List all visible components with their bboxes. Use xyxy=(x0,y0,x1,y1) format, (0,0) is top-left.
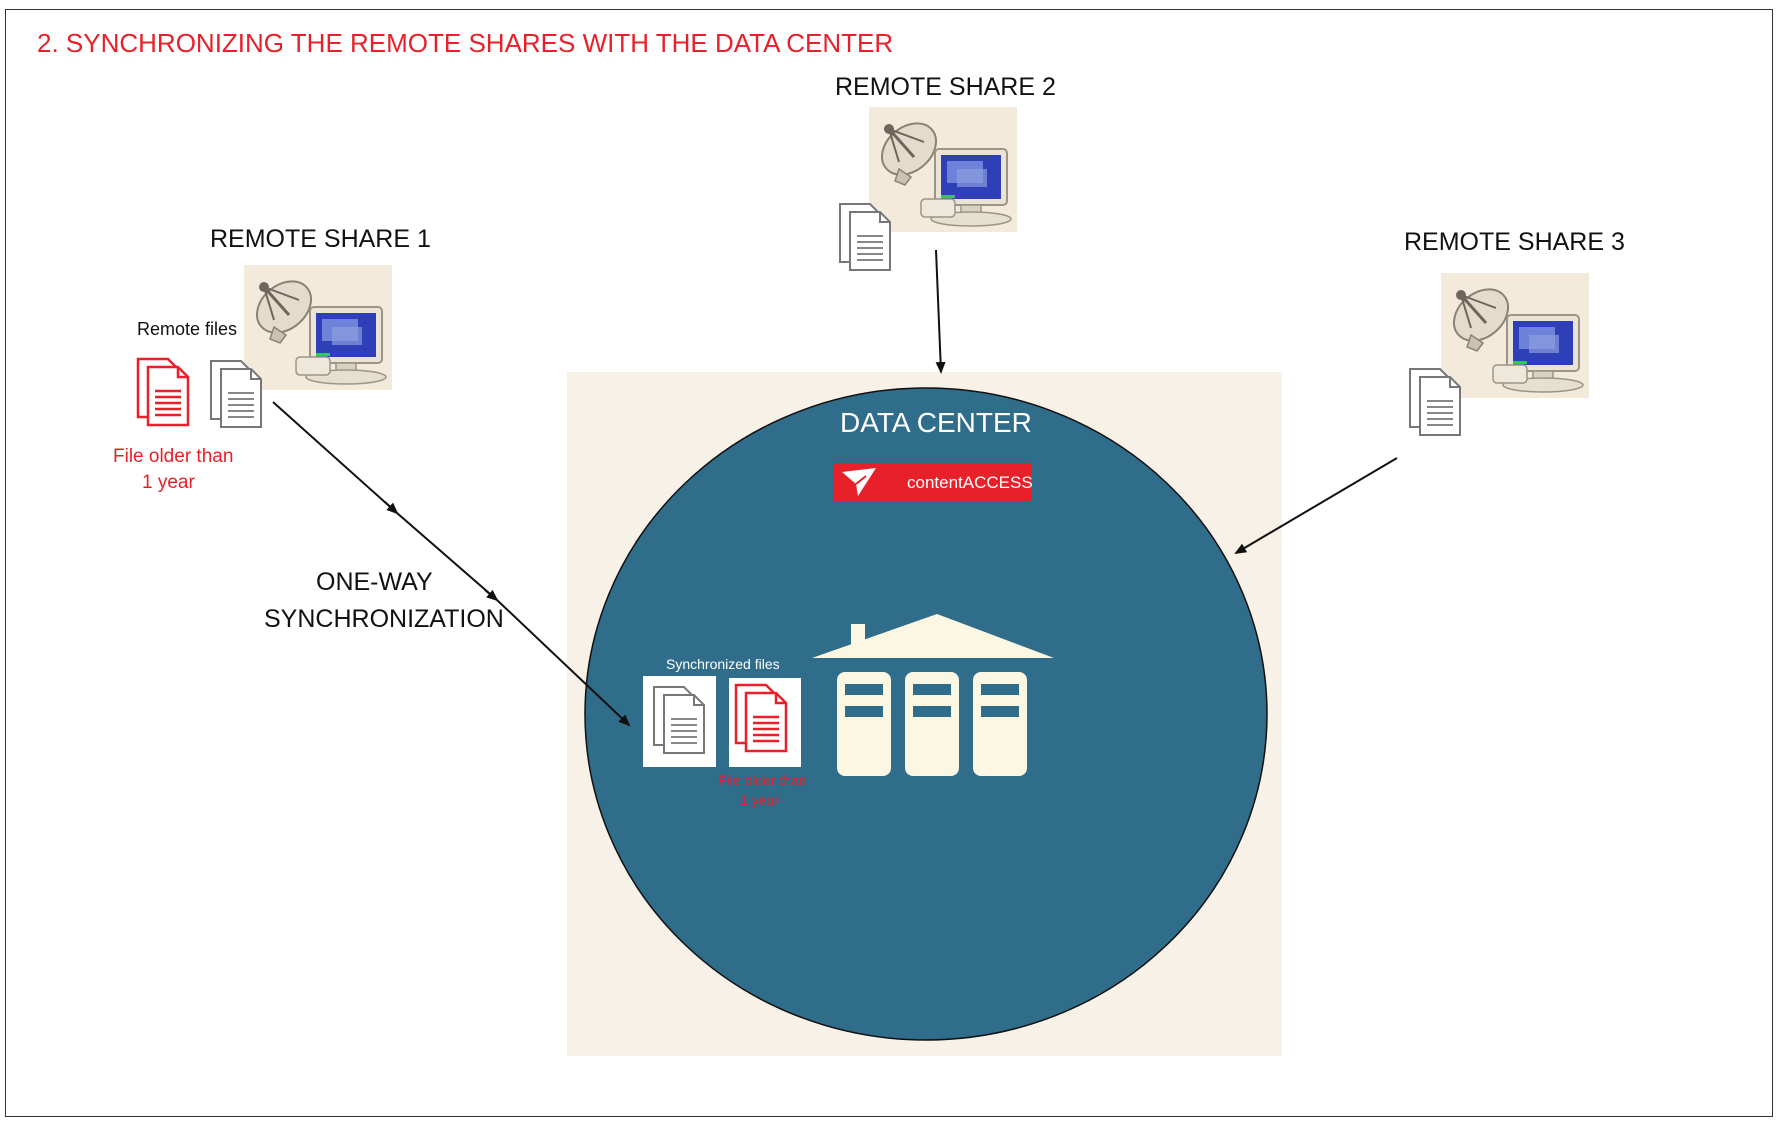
server-building-icon xyxy=(812,614,1054,776)
remote-share-3-docs-icon xyxy=(1409,368,1461,436)
remote-share-1-label: REMOTE SHARE 1 xyxy=(210,225,431,253)
sync-label-line2: SYNCHRONIZATION xyxy=(264,605,504,633)
sync-label-line1: ONE-WAY xyxy=(316,568,433,596)
synchronized-files-label: Synchronized files xyxy=(666,656,780,672)
remote-share-2-computer-icon xyxy=(867,105,1019,234)
arrow-share2-to-dc xyxy=(935,249,946,374)
remote-share-3-label: REMOTE SHARE 3 xyxy=(1404,228,1625,256)
remote-files-label: Remote files xyxy=(137,319,238,339)
sync-arrows xyxy=(272,249,1398,727)
remote-grey-docs-icon xyxy=(210,360,262,428)
remote-share-1-computer-icon xyxy=(242,263,394,392)
synced-grey-docs-icon xyxy=(653,686,705,754)
remote-old-file-line1: File older than xyxy=(113,446,234,467)
remote-share-3-computer-icon xyxy=(1439,271,1591,400)
diagram-title: 2. SYNCHRONIZING THE REMOTE SHARES WITH … xyxy=(37,28,894,58)
synced-old-file-line2: 1 year xyxy=(740,792,779,808)
data-center-label: DATA CENTER xyxy=(840,407,1032,438)
remote-share-2-label: REMOTE SHARE 2 xyxy=(835,73,1056,101)
remote-red-docs-icon xyxy=(136,357,190,427)
content-access-brand: contentACCESS xyxy=(907,473,1033,492)
arrow-share3-to-dc xyxy=(1234,457,1398,555)
synced-old-file-line1: File older than xyxy=(718,772,807,788)
remote-old-file-line2: 1 year xyxy=(142,472,195,493)
synced-red-docs-icon xyxy=(734,683,788,753)
remote-share-2-docs-icon xyxy=(839,203,891,271)
content-access-badge xyxy=(834,463,1032,501)
arrow-share1-to-dc xyxy=(272,401,631,727)
